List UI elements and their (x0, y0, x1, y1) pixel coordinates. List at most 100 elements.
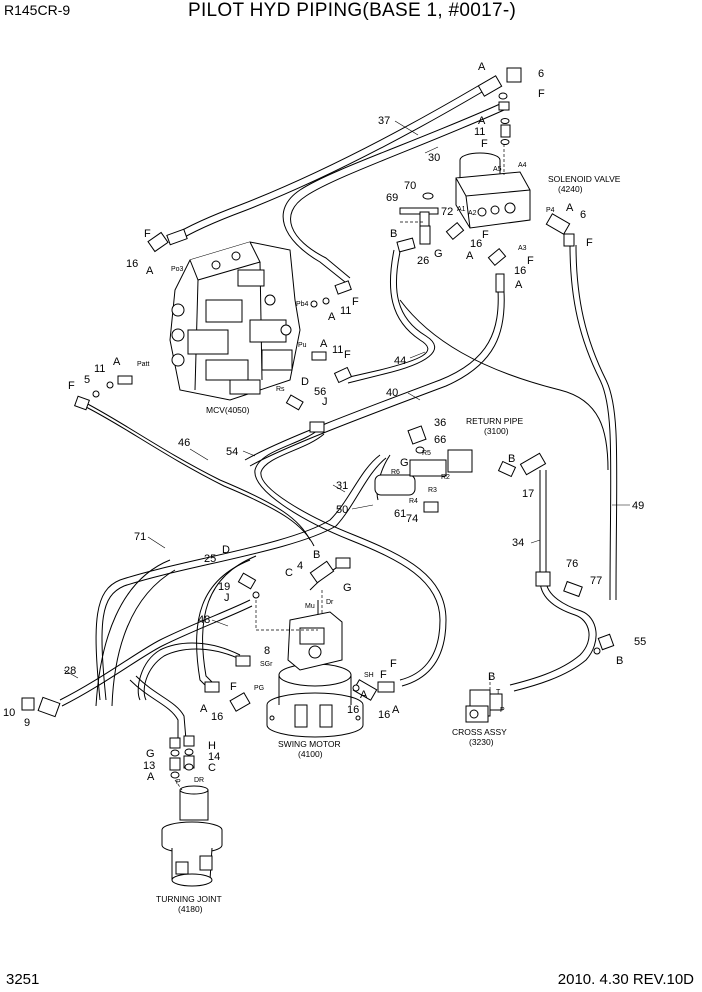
callout-label: 16 (126, 258, 138, 270)
callout-label: B (390, 228, 397, 240)
revision-date: 2010. 4.30 REV.10D (557, 971, 694, 988)
callout-label: 31 (336, 480, 348, 492)
callout-label: 16 (514, 265, 526, 277)
swing-motor-code: (4100) (298, 749, 323, 759)
callout-label: 16 (378, 709, 390, 721)
callout-label: H (208, 740, 216, 752)
callout-label: 6 (580, 209, 586, 221)
callout-label: 26 (417, 255, 429, 267)
port-label: A3 (518, 245, 527, 252)
port-label: Mu (305, 603, 315, 610)
callout-label: 76 (566, 558, 578, 570)
port-label: SGr (260, 661, 273, 668)
callout-label: B (616, 655, 623, 667)
port-label: Rs (276, 386, 285, 393)
callout-label: G (400, 457, 409, 469)
reference-lines (174, 144, 505, 791)
hose-71 (95, 559, 171, 707)
callout-label: G (434, 248, 443, 260)
port-label: Po3 (171, 266, 184, 273)
callout-label: 10 (3, 707, 15, 719)
port-label: P (176, 779, 181, 786)
fittings (21, 67, 615, 779)
port-label: R6 (391, 469, 400, 476)
callout-label: F (68, 380, 75, 392)
callout-label: 49 (632, 500, 644, 512)
callout-label: D (301, 376, 309, 388)
callout-label: F (344, 349, 351, 361)
callout-label: A (466, 250, 474, 262)
callout-label: 5 (84, 374, 90, 386)
callout-label: 11 (332, 344, 343, 356)
callout-label: A (146, 265, 154, 277)
callout-label: 54 (226, 446, 238, 458)
callout-label: F (527, 255, 534, 267)
port-label: A2 (468, 210, 477, 217)
callout-label: B (488, 671, 495, 683)
callout-label: F (390, 658, 397, 670)
callout-label: 44 (394, 355, 406, 367)
callout-label: A (113, 356, 121, 368)
port-label: A4 (518, 162, 527, 169)
port-label: R5 (422, 450, 431, 457)
callout-label: A (515, 279, 523, 291)
solenoid-valve-name: SOLENOID VALVE (548, 174, 621, 184)
callout-label: 48 (198, 614, 210, 626)
port-label: SH (364, 672, 374, 679)
callout-label: 55 (634, 636, 646, 648)
callout-label: A (360, 689, 368, 701)
mcv-name: MCV(4050) (206, 405, 250, 415)
callout-label: G (343, 582, 352, 594)
callout-label: 37 (378, 115, 390, 127)
turning-joint-name: TURNING JOINT (156, 894, 222, 904)
port-label: P4 (546, 207, 555, 214)
hoses (59, 85, 618, 741)
callout-label: 36 (434, 417, 446, 429)
callout-label: 56 (314, 386, 326, 398)
port-label: R2 (441, 474, 450, 481)
port-label: PG (254, 685, 264, 692)
pipe-34 (509, 470, 590, 686)
return-pipe-name: RETURN PIPE (466, 416, 523, 426)
model-number: R145CR-9 (4, 2, 71, 18)
callout-label: 13 (143, 760, 155, 772)
callout-label: 16 (211, 711, 223, 723)
callout-label: 72 (441, 206, 453, 218)
hose-31 (95, 454, 381, 701)
callout-label: 11 (94, 363, 105, 375)
callout-label: 40 (386, 387, 398, 399)
hose-46 (79, 399, 311, 541)
callout-label: A (392, 704, 400, 716)
port-label: A1 (457, 206, 466, 213)
callout-label: F (482, 229, 489, 241)
hose-40 (244, 289, 499, 461)
callout-label: 6 (538, 68, 544, 80)
swing-motor (266, 600, 364, 738)
callout-label: 74 (406, 513, 418, 525)
port-label: Dr (326, 599, 334, 606)
callout-label: F (586, 237, 593, 249)
callout-label: F (352, 296, 359, 308)
callout-labels: A 6 F 37 A 11 F 30 70 69 72 A 6 F B G 16… (3, 61, 646, 783)
hose-28 (59, 599, 251, 701)
callout-label: 25 (204, 553, 216, 565)
callout-label: C (208, 762, 216, 774)
callout-label: A (320, 338, 328, 350)
turning-joint-code: (4180) (178, 904, 203, 914)
solenoid-valve-code: (4240) (558, 184, 583, 194)
callout-label: B (508, 453, 515, 465)
cross-assembly (465, 705, 489, 723)
callout-label: 70 (404, 180, 416, 192)
hose-48 (137, 642, 241, 701)
port-label: Pb4 (296, 301, 309, 308)
page-title: PILOT HYD PIPING(BASE 1, #0017-) (188, 0, 517, 21)
callout-label: 11 (474, 126, 485, 138)
turning-joint (161, 785, 223, 887)
port-label: Patt (137, 361, 150, 368)
solenoid-valve (455, 152, 531, 229)
hose-49 (569, 244, 612, 601)
assembly-captions: SOLENOID VALVE (4240) MCV(4050) RETURN P… (156, 174, 621, 914)
callout-label: 71 (134, 531, 146, 543)
